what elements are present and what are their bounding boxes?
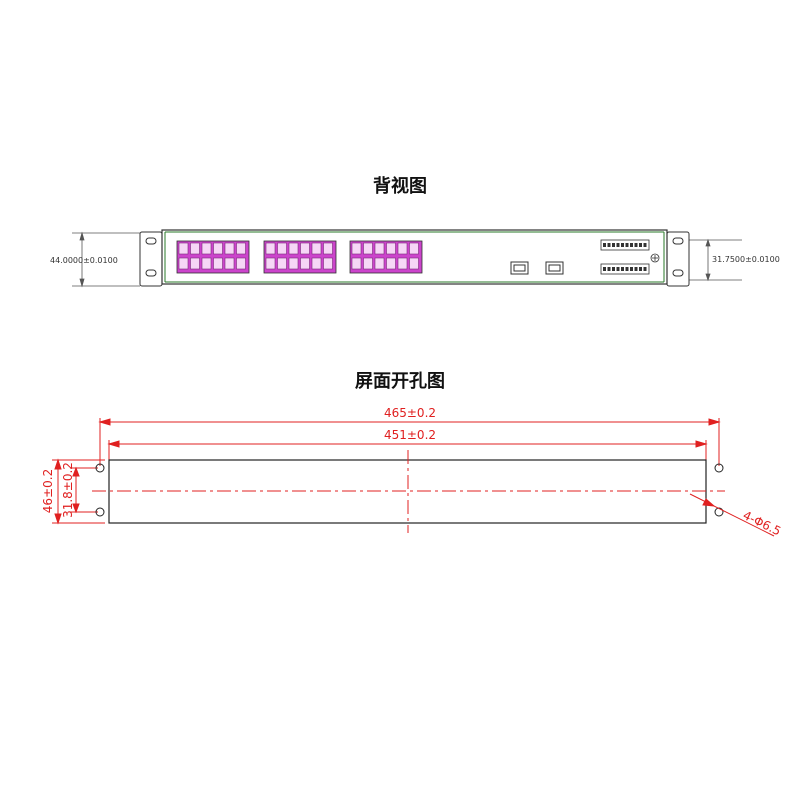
rj45-block-1: [176, 240, 250, 274]
rj45-port: [311, 242, 322, 255]
terminal-pin: [630, 243, 633, 247]
rj45-port: [351, 257, 362, 270]
rj45-port: [277, 242, 287, 255]
left-dimension: [72, 231, 140, 288]
rj45-port: [386, 257, 396, 270]
rj45-port: [409, 257, 419, 270]
rj45-port: [374, 242, 385, 255]
rj45-port: [190, 257, 200, 270]
terminal-pin: [621, 243, 624, 247]
rj45-port: [409, 242, 419, 255]
terminal-block-2: [600, 263, 650, 275]
terminal-pin: [621, 267, 624, 271]
ground-screw: [650, 253, 660, 263]
rj45-port: [288, 257, 299, 270]
rj45-block-2: [263, 240, 337, 274]
terminal-pin: [630, 267, 633, 271]
rj45-port: [397, 242, 408, 255]
rj45-port-blocks: [176, 240, 423, 274]
rj45-port: [363, 242, 373, 255]
mounting-holes: [95, 463, 724, 517]
terminal-pin: [603, 243, 606, 247]
hole-top-left: [95, 463, 105, 473]
terminal-pin: [612, 243, 615, 247]
rj45-port: [201, 257, 212, 270]
rj45-port: [386, 242, 396, 255]
terminal-block-1: [600, 239, 650, 251]
rj45-port: [190, 242, 200, 255]
hole-callout-label: 4-Φ6.5: [741, 508, 784, 538]
terminal-pin: [634, 267, 638, 271]
rj45-port: [178, 242, 189, 255]
sfp-port-1: [510, 261, 529, 275]
rj45-port: [236, 242, 246, 255]
rj45-block-3: [349, 240, 423, 274]
rj45-port: [311, 257, 322, 270]
terminal-pin: [616, 243, 620, 247]
terminal-pin: [612, 267, 615, 271]
dim-right-label: 31.7500±0.0100: [712, 255, 780, 264]
inner-width-dimension: [107, 440, 708, 462]
hole-spacing-dimension: [70, 466, 98, 514]
outer-width-dimension: [98, 418, 721, 466]
terminal-pin: [639, 267, 642, 271]
terminal-pin: [603, 267, 606, 271]
rj45-port: [236, 257, 246, 270]
terminal-pin: [625, 243, 629, 247]
hole-bottom-left: [95, 507, 105, 517]
terminal-pin: [634, 243, 638, 247]
rj45-port: [397, 257, 408, 270]
rj45-port: [265, 257, 276, 270]
rj45-port: [351, 242, 362, 255]
hole-spacing-label: 31.8±0.2: [61, 462, 75, 518]
hole-bottom-right: [714, 507, 724, 517]
terminal-pin: [607, 243, 611, 247]
rj45-port: [224, 242, 235, 255]
rj45-port: [265, 242, 276, 255]
rj45-port: [277, 257, 287, 270]
rj45-port: [323, 257, 333, 270]
rj45-port: [363, 257, 373, 270]
rj45-port: [201, 242, 212, 255]
sfp-port-2: [545, 261, 564, 275]
terminal-pin: [643, 243, 647, 247]
hole-callout-leader: [689, 493, 775, 537]
back-view-title: 背视图: [373, 176, 427, 197]
terminal-pin: [625, 267, 629, 271]
terminal-pin: [643, 267, 647, 271]
dim-left-label: 44.0000±0.0100: [50, 256, 118, 265]
hole-top-right: [714, 463, 724, 473]
terminal-pin: [616, 267, 620, 271]
rj45-port: [374, 257, 385, 270]
height-label: 46±0.2: [41, 469, 55, 513]
outer-width-label: 465±0.2: [384, 406, 436, 420]
terminal-blocks: [600, 239, 650, 275]
rj45-port: [288, 242, 299, 255]
rj45-port: [300, 257, 310, 270]
inner-width-label: 451±0.2: [384, 428, 436, 442]
panel-cutout-title: 屏面开孔图: [355, 371, 445, 392]
rj45-port: [300, 242, 310, 255]
height-dimension: [52, 458, 105, 525]
terminal-pin: [639, 243, 642, 247]
rj45-port: [323, 242, 333, 255]
rj45-port: [224, 257, 235, 270]
rj45-port: [213, 242, 223, 255]
rj45-port: [213, 257, 223, 270]
terminal-pin: [607, 267, 611, 271]
rj45-port: [178, 257, 189, 270]
right-dimension: [685, 238, 742, 282]
